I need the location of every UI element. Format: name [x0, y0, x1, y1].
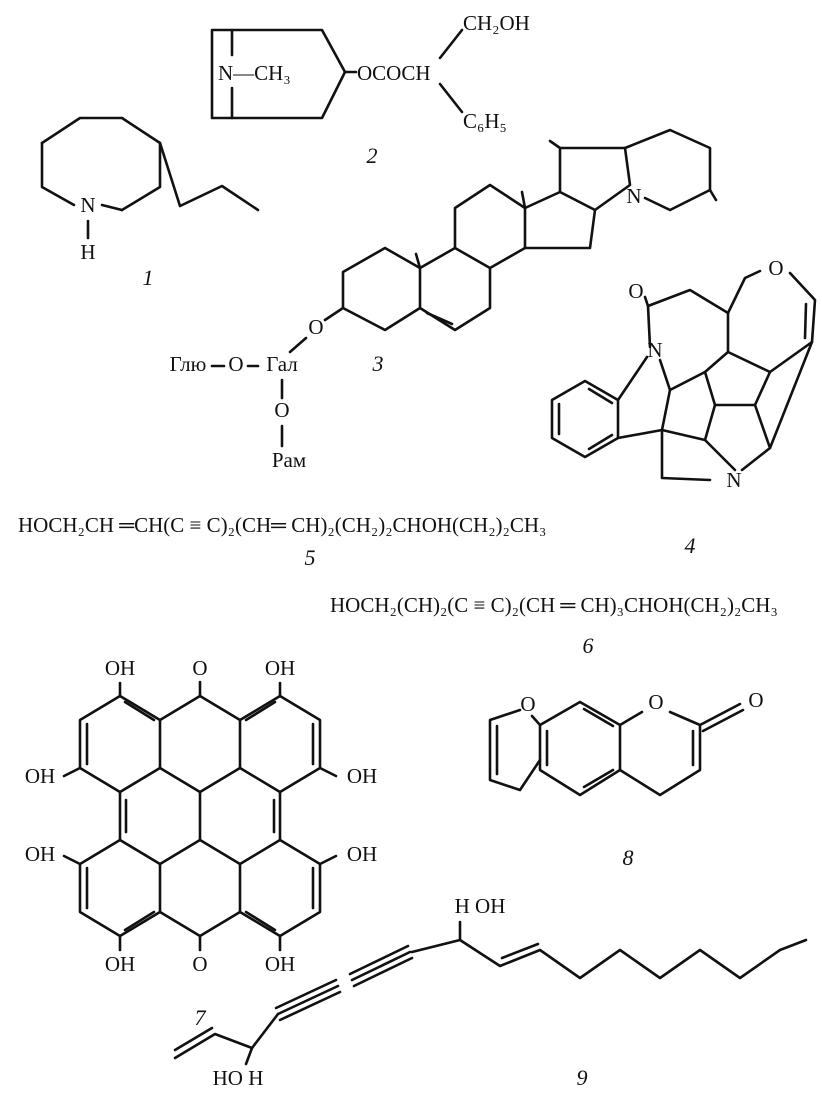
hydroxyl-6: OH: [347, 842, 377, 866]
atom-n-amine: N: [726, 468, 741, 492]
ester-group: OCOCH: [357, 61, 431, 85]
compound-9: HO H H OH 9: [173, 894, 808, 1090]
sugar-rhamnose: Рам: [272, 448, 306, 472]
formula-text: HOCH₂(CH)₂(C ≡ C)₂(CH ═ CH)₃CHOH(CH₂)₂CH…: [330, 593, 778, 617]
compound-4: O N O N 4: [550, 256, 817, 558]
compound-2: N—CH₃ OCOCH CH₂OH C₆H₅ 2: [210, 11, 530, 168]
compound-6: HOCH₂(CH)₂(C ≡ C)₂(CH ═ CH)₃CHOH(CH₂)₂CH…: [330, 593, 778, 658]
hydroxy-h-bottom: HO H: [213, 1066, 264, 1090]
atom-o-furan: O: [520, 692, 535, 716]
compound-3: N O Глю O Гал O Рам 3: [170, 128, 718, 472]
atom-o-keto: O: [628, 279, 643, 303]
atom-o-carbonyl: O: [748, 688, 763, 712]
compound-number: 1: [143, 265, 154, 290]
atom-n: N: [626, 184, 641, 208]
formula-text: HOCH₂CH ═CH(C ≡ C)₂(CH═ CH)₂(CH₂)₂CHOH(C…: [18, 513, 546, 537]
hydroxyl-8: OH: [265, 952, 295, 976]
compound-8: O O O 8: [488, 688, 764, 870]
compound-number: 9: [577, 1065, 588, 1090]
atom-n-amide: N: [647, 338, 662, 362]
atom-o-lactone: O: [648, 690, 663, 714]
compound-number: 6: [583, 633, 594, 658]
hydroxy-h-top: H OH: [455, 894, 506, 918]
atom-o-sugar: O: [228, 352, 243, 376]
atom-o-bottom: O: [192, 952, 207, 976]
atom-o-ring: O: [768, 256, 783, 280]
atom-o-link: O: [308, 315, 323, 339]
sugar-glucose: Глю: [170, 352, 207, 376]
compound-5: HOCH₂CH ═CH(C ≡ C)₂(CH═ CH)₂(CH₂)₂CHOH(C…: [18, 513, 546, 570]
hydroxyl-5: OH: [25, 842, 55, 866]
compound-number: 2: [367, 143, 378, 168]
compound-number: 7: [195, 1005, 207, 1030]
compound-number: 3: [372, 351, 384, 376]
compound-7: O O OH OH OH OH OH OH OH OH 7: [25, 656, 377, 1030]
atom-o-top: O: [192, 656, 207, 680]
compound-number: 5: [305, 545, 316, 570]
phenyl-group: C₆H₅: [463, 109, 507, 133]
hydroxyl-2: OH: [265, 656, 295, 680]
hydroxyl-4: OH: [347, 764, 377, 788]
hydroxyl-7: OH: [105, 952, 135, 976]
hydroxyl-3: OH: [25, 764, 55, 788]
atom-o-sugar-2: O: [274, 398, 289, 422]
compound-1: N H 1: [40, 116, 260, 290]
compound-number: 8: [623, 845, 634, 870]
atom-h: H: [80, 240, 95, 264]
hydroxymethyl-group: CH₂OH: [463, 11, 530, 35]
sugar-galactose: Гал: [266, 352, 298, 376]
hydroxyl-1: OH: [105, 656, 135, 680]
atom-n-methyl: N—CH₃: [218, 61, 291, 85]
atom-n: N: [80, 193, 95, 217]
compound-number: 4: [685, 533, 696, 558]
